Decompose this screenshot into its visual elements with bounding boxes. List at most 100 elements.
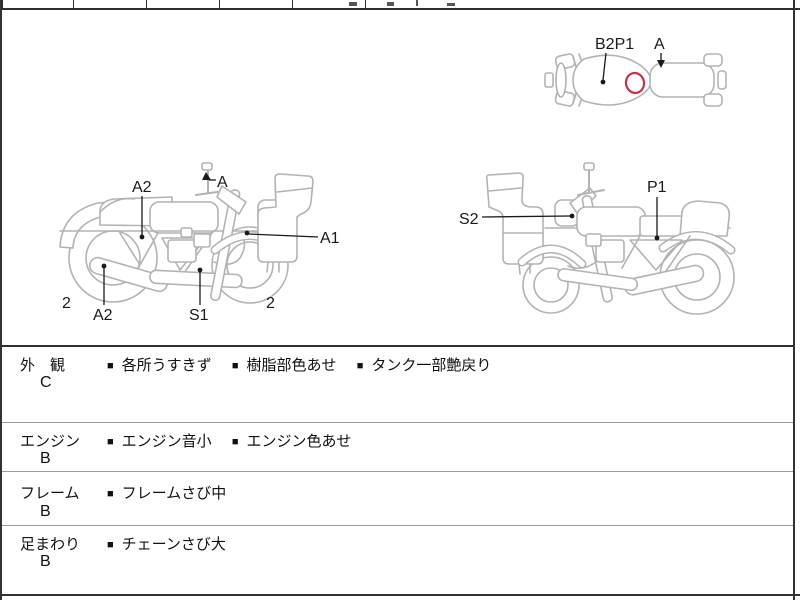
- condition-item-text: チェーンさび大: [121, 536, 226, 553]
- engine: [595, 239, 625, 263]
- motorcycle-left-side-view: [59, 162, 314, 304]
- front-wheel: [211, 226, 289, 304]
- damage-marker-icon: [624, 71, 646, 95]
- condition-item: ■ 各所うすきず: [107, 357, 212, 374]
- condition-item-text: エンジン音小: [121, 433, 212, 450]
- engine: [167, 239, 197, 263]
- cell-divider: [219, 0, 220, 9]
- part-label-a: A: [217, 174, 228, 191]
- arrow-down-icon: [657, 60, 665, 68]
- exploded-cowl: [257, 173, 314, 263]
- muffler: [88, 256, 169, 293]
- exploded-cowl: [485, 172, 544, 265]
- rear-peg: [703, 53, 723, 67]
- part-label-a1: A1: [320, 230, 340, 247]
- tail-cowl: [679, 200, 731, 237]
- exhaust-pipe: [557, 268, 639, 292]
- part-label-a2-bottom: A2: [93, 307, 113, 324]
- carburetor: [193, 233, 211, 248]
- fuel-tank: [576, 206, 646, 237]
- leader-dot: [654, 235, 660, 241]
- part-label-a-top-view: A: [654, 36, 665, 53]
- part-label-s2: S2: [459, 211, 479, 228]
- front-wheel-hub: [533, 267, 569, 303]
- leader-dot: [600, 79, 606, 85]
- frame-tubes: [621, 235, 691, 275]
- bullet-icon: ■: [231, 360, 239, 372]
- front-fender-fill: [519, 246, 585, 267]
- part-label-b2p1: B2P1: [595, 36, 634, 53]
- category-label: エンジン: [20, 433, 81, 450]
- part-label-s1: S1: [189, 307, 209, 324]
- cowl-crease: [488, 187, 544, 234]
- clipped-text-fragment: [387, 2, 394, 6]
- condition-row-exterior: 外 観 C ■各所うすきず ■樹脂部色あせ ■タンク一部艶戻り: [2, 347, 793, 422]
- part-label-a2-top: A2: [132, 179, 152, 196]
- condition-item-text: フレームさび中: [121, 485, 227, 502]
- category-label: 足まわり: [20, 536, 81, 553]
- part-label-p1: P1: [647, 179, 667, 196]
- motorcycle-top-view: [544, 53, 727, 107]
- rear-fender-fill: [660, 232, 734, 253]
- sheet-bottom-border: [0, 594, 800, 596]
- grade-value: C: [40, 374, 52, 391]
- condition-item: ■ チェーンさび大: [107, 536, 226, 553]
- cell-divider: [73, 0, 74, 9]
- grade-value: B: [40, 503, 51, 520]
- tail-tab: [717, 70, 727, 90]
- part-label-2-right: 2: [266, 295, 275, 312]
- seat: [649, 62, 715, 98]
- seat: [639, 215, 685, 237]
- clipped-text-fragment: [447, 3, 455, 6]
- bullet-icon: ■: [356, 360, 364, 372]
- bullet-icon: ■: [107, 436, 114, 448]
- condition-item: ■樹脂部色あせ: [232, 357, 337, 374]
- leader-dot: [244, 230, 250, 236]
- condition-row-frame: フレーム B ■ フレームさび中: [2, 471, 793, 525]
- condition-item: ■ エンジン音小: [107, 433, 212, 450]
- part-label-2-left: 2: [62, 295, 71, 312]
- rear-peg: [703, 93, 723, 107]
- bullet-icon: ■: [107, 488, 114, 500]
- motorcycle-right-side-view: [485, 162, 736, 315]
- cell-divider: [365, 0, 366, 9]
- arrow-up-icon: [202, 172, 211, 180]
- condition-item: ■ フレームさび中: [107, 485, 226, 502]
- clipped-text-fragment: [349, 2, 357, 6]
- condition-row-engine: エンジン B ■エンジン音小 ■エンジン色あせ: [2, 422, 793, 471]
- vehicle-diagram: B2P1 A A2 A A1 2 A2 S1 2 S2: [59, 36, 736, 324]
- condition-row-undercarriage: 足まわり B ■チェーンさび大: [2, 525, 793, 594]
- leader-line: [248, 233, 319, 238]
- header-bottom-border: [0, 8, 800, 10]
- sheet-right-border: [793, 0, 795, 600]
- cowl-legs: [266, 261, 280, 273]
- category-label: フレーム: [20, 485, 80, 502]
- condition-items: ■ 各所うすきず ■樹脂部色あせ ■ タンク一部艶戻り: [107, 354, 507, 375]
- mirror-icon: [201, 162, 213, 171]
- condition-item: ■ タンク一部艶戻り: [357, 357, 492, 374]
- front-wheel: [555, 62, 567, 98]
- meter-panel: [216, 185, 247, 215]
- handlebar: [577, 169, 605, 196]
- condition-table: 外 観 C ■各所うすきず ■樹脂部色あせ ■タンク一部艶戻り エンジン B ■…: [2, 345, 793, 596]
- cowl-legs: [518, 263, 531, 275]
- cell-divider: [292, 0, 293, 9]
- sheet-left-border: [0, 0, 2, 600]
- leader-line: [481, 215, 571, 218]
- cell-divider: [146, 0, 147, 9]
- leader-dot: [139, 234, 145, 240]
- down-pipe: [567, 261, 597, 270]
- clipped-header-row: [0, 0, 800, 10]
- bullet-icon: ■: [231, 436, 239, 448]
- condition-item-text: タンク一部艶戻り: [371, 357, 492, 374]
- condition-items: ■エンジン音小 ■エンジン色あせ: [107, 430, 368, 451]
- bullet-icon: ■: [107, 360, 114, 372]
- leader-dot: [197, 267, 203, 273]
- condition-items: ■ チェーンさび大: [107, 533, 242, 554]
- condition-item-text: 各所うすきず: [121, 357, 212, 374]
- condition-items: ■ フレームさび中: [107, 482, 242, 503]
- bullet-icon: ■: [107, 539, 114, 551]
- engine-detail: [585, 233, 602, 247]
- front-fender: [544, 72, 554, 88]
